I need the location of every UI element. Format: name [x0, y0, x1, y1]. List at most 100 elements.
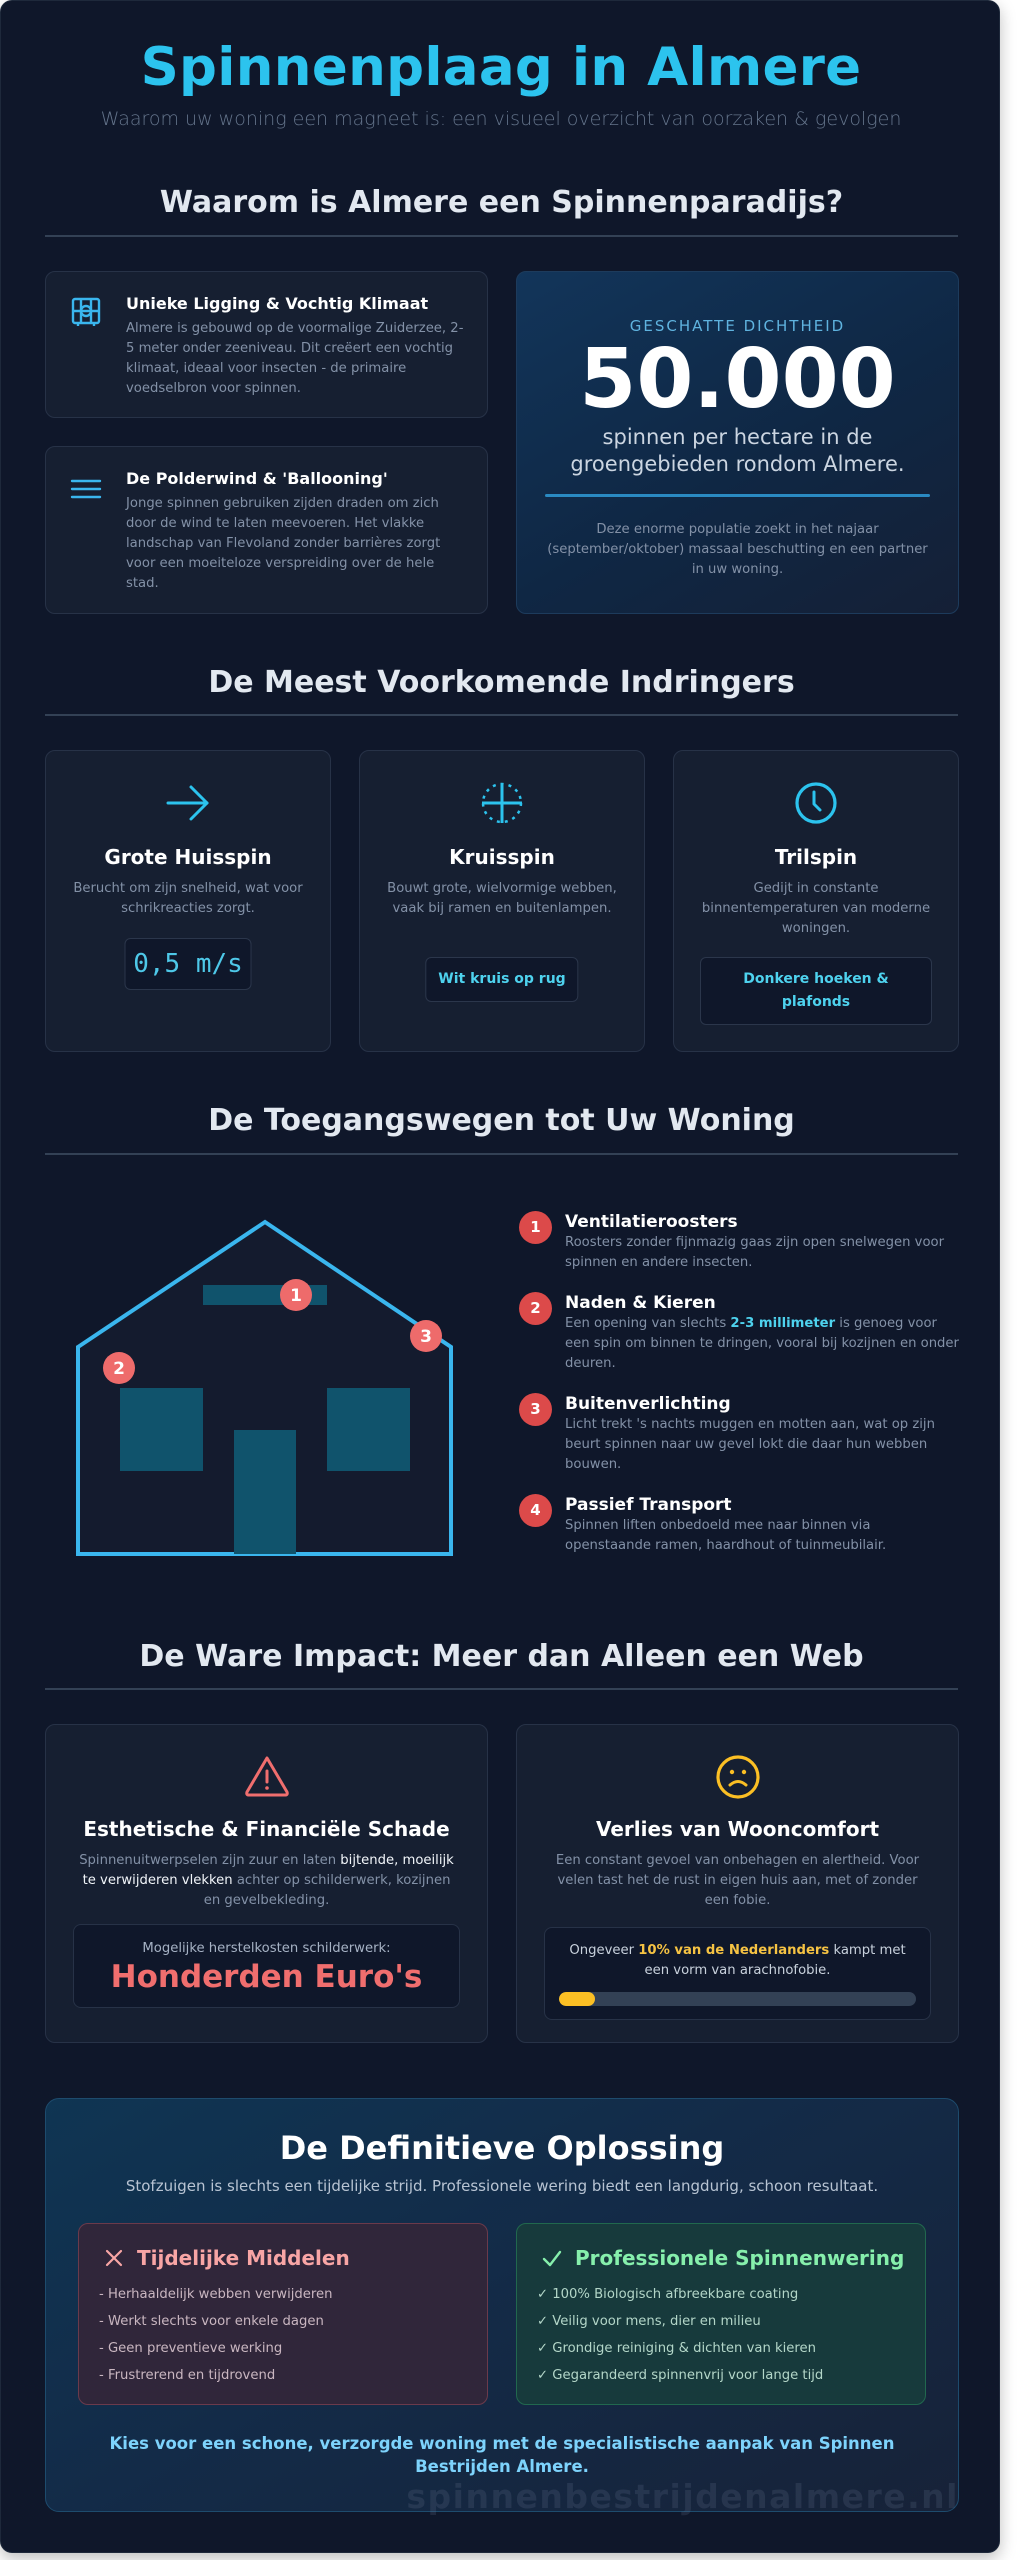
entry-step: 2 Naden & Kieren Een opening van slechts…: [519, 1292, 959, 1374]
species-habitat-tag: Donkere hoeken & plafonds: [700, 957, 932, 1025]
marker-1: 1: [280, 1279, 312, 1311]
phobia-stat-box: Ongeveer 10% van de Nederlanders kampt m…: [544, 1927, 931, 2020]
section-heading-impact: De Ware Impact: Meer dan Alleen een Web: [139, 1639, 864, 1674]
phobia-progress-bar: [559, 1992, 916, 2006]
professional-treatment-box: Professionele Spinnenwering ✓ 100% Biolo…: [516, 2223, 926, 2405]
professional-treatment-list: ✓ 100% Biologisch afbreekbare coating ✓ …: [537, 2281, 905, 2389]
impact-title: Verlies van Wooncomfort: [595, 1817, 880, 1841]
stat-value: 50.000: [579, 332, 896, 427]
section-divider: [45, 1688, 958, 1690]
feature-card-climate: Unieke Ligging & Vochtig Klimaat Almere …: [45, 271, 488, 418]
impact-card-damage: Esthetische & Financiële Schade Spinnenu…: [45, 1724, 488, 2043]
impact-text: Spinnenuitwerpselen zijn zuur en laten b…: [79, 1853, 454, 1908]
feature-title: Unieke Ligging & Vochtig Klimaat: [126, 294, 429, 313]
infographic-page: Spinnenplaag in Almere Waarom uw woning …: [0, 0, 1000, 2553]
stat-label: GESCHATTE DICHTHEID: [629, 317, 846, 335]
phobia-progress-fill: [559, 1992, 595, 2006]
marker-2: 2: [103, 1352, 135, 1384]
density-stat-card: GESCHATTE DICHTHEID 50.000 spinnen per h…: [516, 271, 959, 614]
window-left: [120, 1388, 203, 1471]
temporary-methods-box: Tijdelijke Middelen - Herhaaldelijk webb…: [78, 2223, 488, 2405]
impact-card-comfort: Verlies van Wooncomfort Een constant gev…: [516, 1724, 959, 2043]
species-text: Berucht om zijn snelheid, wat voor schri…: [73, 881, 303, 916]
stat-description: spinnen per hectare in de groengebieden …: [570, 425, 905, 476]
list-item: - Geen preventieve werking: [99, 2341, 283, 2356]
professional-treatment-title: Professionele Spinnenwering: [575, 2246, 905, 2270]
species-name: Kruisspin: [449, 845, 555, 869]
step-number: 1: [519, 1211, 552, 1244]
svg-text:1: 1: [290, 1286, 302, 1306]
species-name: Trilspin: [774, 845, 858, 869]
marker-3: 3: [410, 1320, 442, 1352]
crosshair-icon: [481, 782, 523, 824]
warning-triangle-icon: [244, 1756, 289, 1797]
feature-card-wind: De Polderwind & 'Ballooning' Jonge spinn…: [45, 446, 488, 614]
list-item: ✓ Gegarandeerd spinnenvrij voor lange ti…: [537, 2368, 824, 2383]
solution-heading: De Definitieve Oplossing: [279, 2129, 725, 2167]
section-divider: [45, 714, 958, 716]
temporary-methods-title: Tijdelijke Middelen: [137, 2246, 350, 2270]
solution-subtitle: Stofzuigen is slechts een tijdelijke str…: [125, 2177, 879, 2195]
entry-step: 4 Passief Transport Spinnen liften onbed…: [519, 1494, 959, 1556]
step-title: Ventilatieroosters: [565, 1212, 738, 1232]
step-text: Een opening van slechts 2-3 millimeter i…: [565, 1316, 959, 1371]
website-watermark: spinnenbestrijdenalmere.nl: [406, 2477, 959, 2516]
house-diagram: 1 2 3: [76, 1219, 453, 1556]
cost-label: Mogelijke herstelkosten schilderwerk:: [142, 1941, 391, 1956]
species-marking-tag: Wit kruis op rug: [425, 957, 579, 1002]
list-item: ✓ Grondige reiniging & dichten van kiere…: [537, 2341, 817, 2356]
species-text: Bouwt grote, wielvormige webben, vaak bi…: [387, 881, 617, 916]
species-card-trilspin: Trilspin Gedijt in constante binnentempe…: [673, 750, 959, 1052]
list-item: ✓ Veilig voor mens, dier en milieu: [537, 2314, 761, 2329]
list-item: - Herhaaldelijk webben verwijderen: [99, 2287, 333, 2302]
step-number: 2: [519, 1292, 552, 1325]
stat-note: Deze enorme populatie zoekt in het najaa…: [547, 522, 928, 577]
section-heading-entry: De Toegangswegen tot Uw Woning: [208, 1103, 795, 1138]
window-right: [327, 1388, 410, 1471]
step-number: 4: [519, 1494, 552, 1527]
grid-building-icon: [71, 297, 101, 326]
call-to-action: Kies voor een schone, verzorgde woning m…: [109, 2434, 895, 2476]
step-title: Buitenverlichting: [565, 1394, 731, 1414]
list-item: - Werkt slechts voor enkele dagen: [99, 2314, 324, 2329]
entry-points-list: 1 Ventilatieroosters Roosters zonder fij…: [519, 1211, 959, 1575]
section-divider: [45, 1153, 958, 1155]
impact-title: Esthetische & Financiële Schade: [83, 1817, 450, 1841]
step-text: Roosters zonder fijnmazig gaas zijn open…: [565, 1235, 944, 1270]
step-title: Naden & Kieren: [565, 1293, 716, 1313]
arrow-right-icon: [166, 785, 209, 821]
svg-text:2: 2: [113, 1359, 125, 1379]
impact-text: Een constant gevoel van onbehagen en ale…: [555, 1853, 920, 1908]
section-heading-why: Waarom is Almere een Spinnenparadijs?: [159, 185, 844, 220]
phobia-stat-text: Ongeveer 10% van de Nederlanders kampt m…: [569, 1943, 906, 1978]
clock-icon: [795, 782, 837, 824]
gap-size-highlight: 2-3 millimeter: [730, 1316, 836, 1331]
feature-text: Jonge spinnen gebruiken zijden draden om…: [126, 496, 441, 591]
species-card-huisspin: Grote Huisspin Berucht om zijn snelheid,…: [45, 750, 331, 1052]
feature-text: Almere is gebouwd op de voormalige Zuide…: [126, 321, 464, 396]
temporary-methods-list: - Herhaaldelijk webben verwijderen - Wer…: [99, 2281, 467, 2389]
step-title: Passief Transport: [565, 1495, 732, 1515]
entry-step: 1 Ventilatieroosters Roosters zonder fij…: [519, 1211, 959, 1273]
species-name: Grote Huisspin: [104, 845, 272, 869]
close-x-icon: [105, 2249, 123, 2267]
step-text: Spinnen liften onbedoeld mee naar binnen…: [565, 1518, 887, 1553]
step-text: Licht trekt 's nachts muggen en motten a…: [565, 1417, 935, 1472]
step-number: 3: [519, 1393, 552, 1426]
section-divider: [45, 235, 958, 237]
species-text: Gedijt in constante binnentemperaturen v…: [701, 881, 931, 936]
wind-lines-icon: [70, 479, 102, 499]
feature-title: De Polderwind & 'Ballooning': [126, 469, 388, 488]
list-item: - Frustrerend en tijdrovend: [99, 2368, 276, 2383]
cost-value: Honderden Euro's: [110, 1959, 423, 1995]
stat-divider: [545, 494, 930, 497]
page-subtitle: Waarom uw woning een magneet is: een vis…: [100, 108, 902, 130]
checkmark-icon: [542, 2250, 562, 2267]
repair-cost-box: Mogelijke herstelkosten schilderwerk: Ho…: [73, 1924, 460, 2008]
svg-text:3: 3: [420, 1327, 432, 1347]
solution-panel: De Definitieve Oplossing Stofzuigen is s…: [45, 2098, 959, 2512]
sad-face-icon: [715, 1755, 760, 1799]
species-card-kruisspin: Kruisspin Bouwt grote, wielvormige webbe…: [359, 750, 645, 1052]
species-speed-tag: 0,5 m/s: [124, 938, 252, 990]
door: [234, 1430, 296, 1554]
